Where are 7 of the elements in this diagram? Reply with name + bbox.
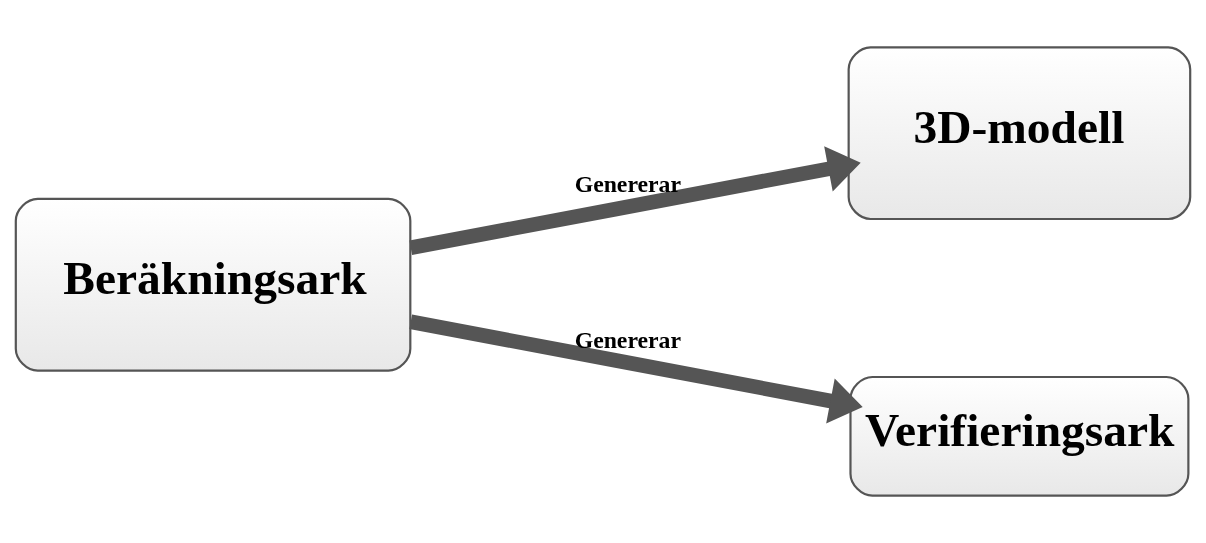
edge-label: Genererar (574, 171, 681, 198)
edge-label: Genererar (574, 326, 681, 353)
node-box: Verifieringsark (849, 375, 1190, 497)
node-box: 3D-modell (847, 46, 1192, 221)
arrow (409, 314, 863, 424)
node-box: Beräkningsark (14, 197, 412, 372)
arrow (409, 146, 861, 255)
